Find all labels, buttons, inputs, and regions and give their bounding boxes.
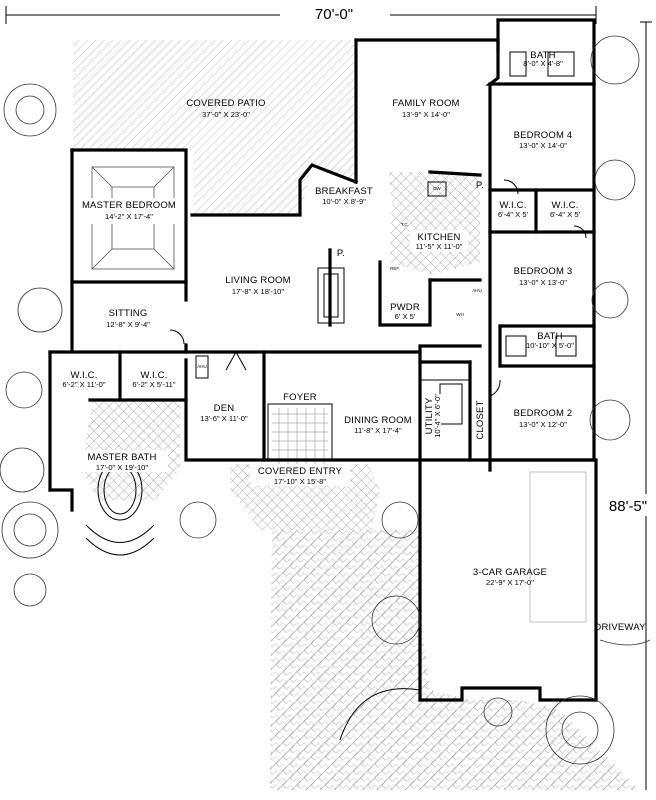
svg-text:CLOSET: CLOSET (475, 400, 486, 439)
room-foyer: FOYER (283, 392, 317, 403)
ahu-label-2: AHU (472, 288, 482, 293)
svg-text:12'-8" X 9'-4": 12'-8" X 9'-4" (106, 320, 150, 329)
svg-text:10'-4" X 6'-0": 10'-4" X 6'-0" (433, 394, 442, 438)
room-kitchen: KITCHEN 11'-5" X 11'-0" (410, 230, 468, 252)
svg-text:DINING ROOM: DINING ROOM (344, 415, 412, 426)
svg-text:BREAKFAST: BREAKFAST (315, 186, 373, 197)
paving (73, 40, 640, 790)
svg-text:17'-0" X 19'-10": 17'-0" X 19'-10" (96, 463, 149, 472)
svg-text:6' X 5': 6' X 5' (395, 312, 416, 321)
svg-text:BATH: BATH (537, 331, 562, 342)
svg-text:BEDROOM 4: BEDROOM 4 (514, 130, 573, 141)
pantry-label-1: P. (337, 248, 345, 259)
room-garage: 3-CAR GARAGE 22'-9" X 17'-0" (473, 567, 547, 587)
svg-text:BEDROOM 2: BEDROOM 2 (514, 408, 573, 419)
svg-text:11'-5" X 11'-0": 11'-5" X 11'-0" (416, 242, 463, 251)
svg-text:UTILITY: UTILITY (424, 397, 435, 434)
room-wic-bedroom4-right: W.I.C. 6'-4" X 5' (550, 200, 581, 219)
svg-text:10'-0" X 8'-9": 10'-0" X 8'-9" (322, 197, 366, 206)
room-sitting: SITTING 12'-8" X 9'-4" (106, 308, 150, 329)
svg-text:13'-6" X 11'-0": 13'-6" X 11'-0" (200, 414, 248, 423)
room-dining-room: DINING ROOM 11'-8" X 17'-4" (344, 415, 412, 435)
room-bedroom-3: BEDROOM 3 13'-0" X 13'-0" (514, 266, 573, 287)
svg-text:BEDROOM 3: BEDROOM 3 (514, 266, 573, 277)
dw-label: DW (433, 186, 441, 191)
tc-label: T.C. (401, 222, 409, 227)
svg-text:W.I.C.: W.I.C. (499, 200, 526, 211)
svg-text:MASTER BEDROOM: MASTER BEDROOM (82, 200, 176, 211)
room-bath-top: BATH 8'-0" X 4'-8" (523, 50, 563, 68)
svg-text:13'-0" X 13'-0": 13'-0" X 13'-0" (519, 278, 567, 287)
svg-text:COVERED PATIO: COVERED PATIO (186, 98, 265, 109)
room-living-room: LIVING ROOM 17'-8" X 18'-10" (225, 275, 291, 296)
ahu-label-1: AHU (197, 364, 207, 369)
svg-text:11'-8" X 17'-4": 11'-8" X 17'-4" (354, 426, 402, 435)
landscaping (0, 35, 651, 765)
svg-text:MASTER BATH: MASTER BATH (87, 452, 156, 463)
ref-label: REF. (390, 266, 400, 271)
room-pwdr: PWDR 6' X 5' (390, 302, 420, 321)
svg-text:17'-8" X 18'-10": 17'-8" X 18'-10" (232, 287, 285, 296)
svg-text:DEN: DEN (214, 403, 235, 414)
svg-text:BATH: BATH (530, 50, 555, 61)
svg-text:KITCHEN: KITCHEN (417, 232, 460, 243)
svg-text:13'-0" X 14'-0": 13'-0" X 14'-0" (519, 141, 567, 150)
svg-text:PWDR: PWDR (390, 302, 420, 313)
svg-text:10'-10" X 5'-0": 10'-10" X 5'-0" (526, 341, 574, 350)
svg-text:SITTING: SITTING (109, 308, 148, 319)
svg-text:FAMILY ROOM: FAMILY ROOM (392, 98, 459, 109)
svg-text:DRIVEWAY: DRIVEWAY (594, 622, 646, 633)
room-utility: UTILITY 10'-4" X 6'-0" (423, 394, 442, 438)
svg-text:W.I.C.: W.I.C. (551, 200, 578, 211)
overall-width-label: 70'-0" (315, 6, 353, 23)
svg-text:13'-0" X 12'-0": 13'-0" X 12'-0" (519, 420, 567, 429)
overall-width-dimension: 70'-0" (5, 3, 597, 24)
room-covered-entry: COVERED ENTRY 17'-10" X 15'-8" (250, 464, 350, 486)
svg-text:COVERED ENTRY: COVERED ENTRY (258, 466, 343, 477)
room-master-bath: MASTER BATH 17'-0" X 19'-10" (76, 450, 168, 472)
overall-depth-label: 88'-5" (609, 498, 647, 515)
room-bedroom-4: BEDROOM 4 13'-0" X 14'-0" (514, 130, 573, 150)
pantry-label-2: P. (476, 180, 484, 191)
room-wic-master-right: W.I.C. 6'-2" X 5'-11" (132, 370, 175, 389)
svg-text:22'-9" X 17'-0": 22'-9" X 17'-0" (486, 578, 534, 587)
svg-text:W.I.C.: W.I.C. (70, 370, 97, 381)
svg-text:8'-0" X 4'-8": 8'-0" X 4'-8" (523, 59, 563, 68)
svg-text:W.I.C.: W.I.C. (140, 370, 167, 381)
svg-text:FOYER: FOYER (283, 392, 317, 403)
room-breakfast: BREAKFAST 10'-0" X 8'-9" (315, 186, 373, 206)
svg-text:6'-4" X 5': 6'-4" X 5' (498, 210, 529, 219)
svg-text:6'-4" X 5': 6'-4" X 5' (550, 210, 581, 219)
overall-depth-dimension: 88'-5" (598, 21, 654, 790)
room-closet: CLOSET (475, 400, 486, 439)
room-wic-master-left: W.I.C. 6'-2" X 11'-0" (62, 370, 105, 389)
driveway: DRIVEWAY (594, 622, 646, 633)
fixture-labels: P. P. AHU AHU REF. DW WH T.C. (197, 180, 484, 369)
svg-text:14'-2" X 17'-4": 14'-2" X 17'-4" (105, 212, 153, 221)
svg-text:6'-2" X 11'-0": 6'-2" X 11'-0" (62, 380, 105, 389)
wh-label: WH (456, 312, 464, 317)
svg-text:37'-0" X 23'-0": 37'-0" X 23'-0" (202, 110, 250, 119)
walls (48, 18, 598, 702)
room-bath-mid: BATH 10'-10" X 5'-0" (526, 331, 574, 350)
room-den: DEN 13'-6" X 11'-0" (200, 403, 248, 423)
room-covered-patio: COVERED PATIO 37'-0" X 23'-0" (186, 98, 265, 119)
svg-text:LIVING ROOM: LIVING ROOM (225, 275, 291, 286)
svg-text:3-CAR GARAGE: 3-CAR GARAGE (473, 567, 547, 578)
room-bedroom-2: BEDROOM 2 13'-0" X 12'-0" (514, 408, 573, 429)
svg-text:6'-2" X 5'-11": 6'-2" X 5'-11" (132, 380, 175, 389)
room-family-room: FAMILY ROOM 13'-9" X 14'-0" (392, 98, 459, 119)
svg-text:13'-9" X 14'-0": 13'-9" X 14'-0" (402, 110, 450, 119)
room-wic-bedroom4-left: W.I.C. 6'-4" X 5' (498, 200, 529, 219)
svg-text:17'-10" X 15'-8": 17'-10" X 15'-8" (274, 477, 327, 486)
room-master-bedroom: MASTER BEDROOM 14'-2" X 17'-4" (76, 198, 182, 224)
